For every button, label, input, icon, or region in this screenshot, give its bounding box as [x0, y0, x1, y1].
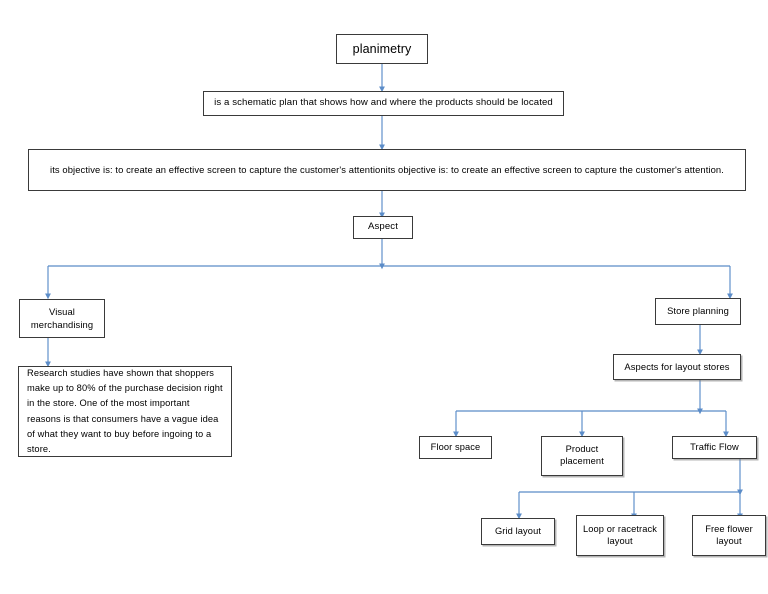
- node-loop-racetrack-layout-label: Loop or racetrack layout: [582, 523, 658, 546]
- node-objective-label: its objective is: to create an effective…: [50, 163, 724, 175]
- node-aspects-for-layout-stores-label: Aspects for layout stores: [624, 360, 730, 372]
- node-aspects-for-layout-stores[interactable]: Aspects for layout stores: [613, 354, 741, 380]
- node-definition[interactable]: is a schematic plan that shows how and w…: [203, 91, 564, 116]
- node-research-note[interactable]: Research studies have shown that shopper…: [18, 366, 232, 457]
- node-free-flower-layout[interactable]: Free flower layout: [692, 515, 766, 556]
- node-visual-merchandising[interactable]: Visual merchandising: [19, 299, 105, 338]
- node-store-planning[interactable]: Store planning: [655, 298, 741, 325]
- node-planimetry-label: planimetry: [352, 42, 412, 56]
- node-traffic-flow-label: Traffic Flow: [690, 441, 739, 452]
- node-floor-space-label: Floor space: [430, 441, 481, 452]
- node-product-placement-label: Product placement: [560, 444, 604, 466]
- node-floor-space[interactable]: Floor space: [419, 436, 492, 459]
- node-aspect-label: Aspect: [368, 221, 398, 233]
- node-definition-label: is a schematic plan that shows how and w…: [214, 97, 553, 109]
- node-objective[interactable]: its objective is: to create an effective…: [28, 149, 746, 191]
- node-research-note-label: Research studies have shown that shopper…: [27, 368, 223, 454]
- node-traffic-flow[interactable]: Traffic Flow: [672, 436, 757, 459]
- node-loop-racetrack-layout[interactable]: Loop or racetrack layout: [576, 515, 664, 556]
- node-aspect[interactable]: Aspect: [353, 216, 413, 239]
- node-planimetry[interactable]: planimetry: [336, 34, 428, 64]
- node-visual-merchandising-label: Visual merchandising: [30, 306, 94, 330]
- node-grid-layout-label: Grid layout: [494, 525, 542, 536]
- node-free-flower-layout-label: Free flower layout: [705, 523, 753, 546]
- node-product-placement[interactable]: Product placement: [541, 436, 623, 476]
- node-store-planning-label: Store planning: [667, 305, 729, 317]
- node-grid-layout[interactable]: Grid layout: [481, 518, 555, 545]
